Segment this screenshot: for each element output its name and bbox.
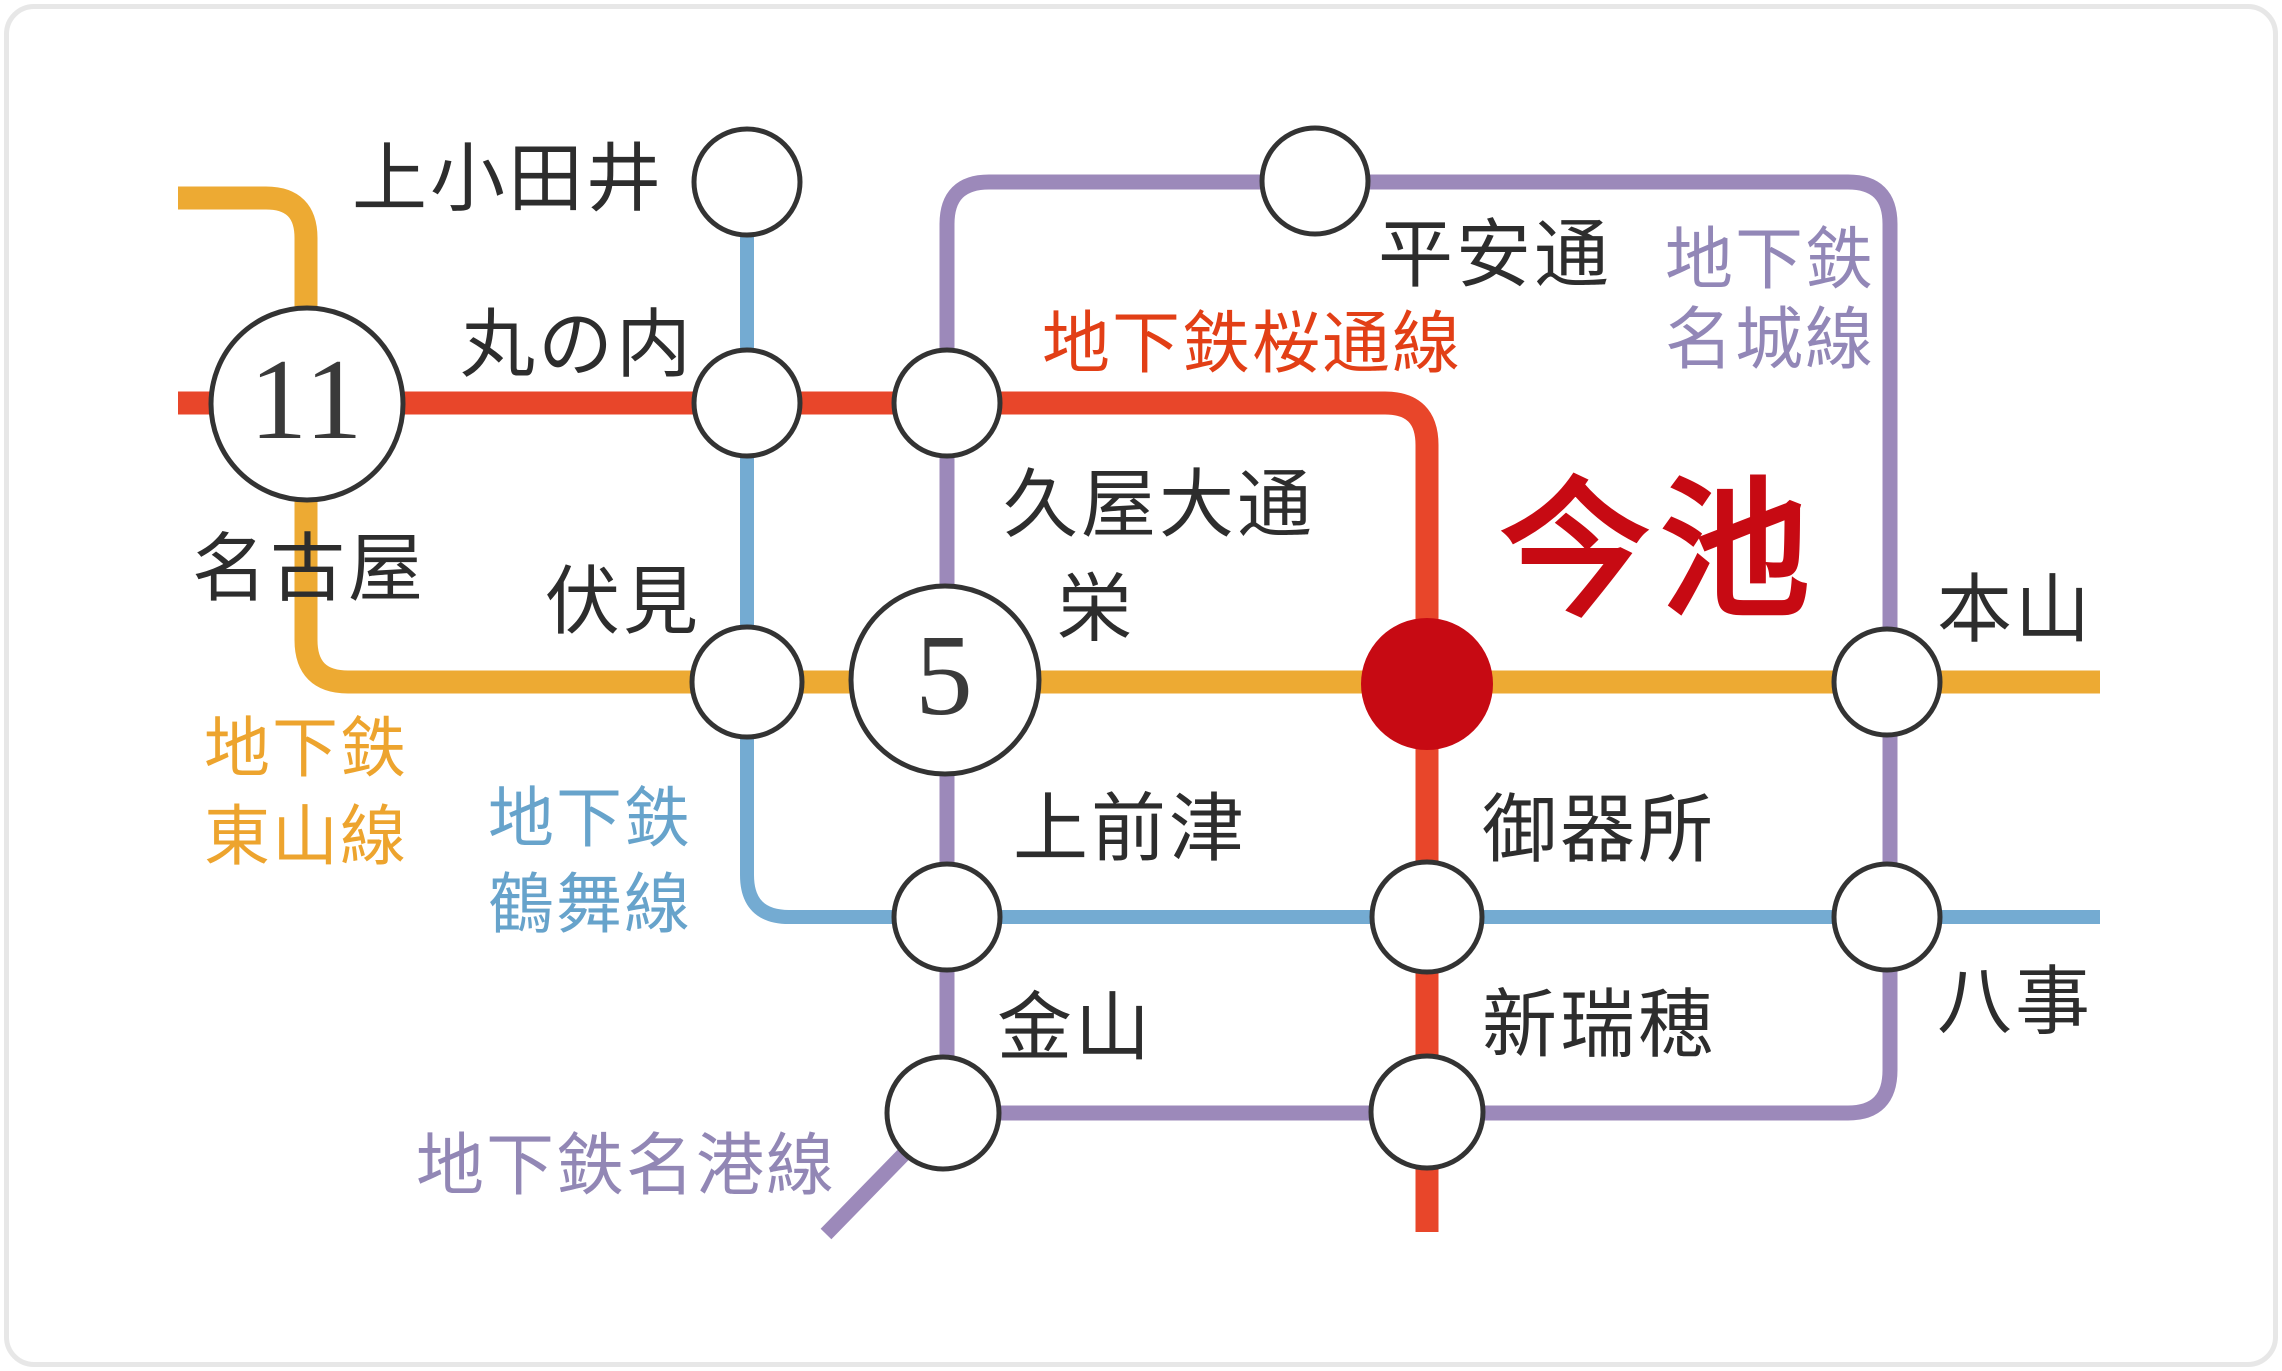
station-circle-kamiotai [691, 126, 803, 238]
tsurumai-line [740, 182, 2100, 924]
station-circle-kanayama [884, 1054, 1002, 1172]
station-circle-kamimaezu [891, 861, 1003, 973]
station-label-kamimaezu: 上前津 [1013, 788, 1248, 872]
badge-minutes-sakae: 5 [915, 611, 975, 739]
station-label-hisayaodori: 久屋大通 [1003, 464, 1316, 548]
station-circle-yagoto [1831, 861, 1943, 973]
station-label-gokiso: 御器所 [1482, 789, 1717, 873]
station-label-motoyama: 本山 [1937, 569, 2094, 653]
station-label-fushimi: 伏見 [545, 561, 702, 645]
line-label-higashiyama-2: 東山線 [204, 801, 408, 875]
station-circle-gokiso [1369, 859, 1485, 975]
line-label-higashiyama-1: 地下鉄 [204, 713, 408, 787]
station-circle-motoyama [1831, 626, 1943, 738]
line-label-meiko: 地下鉄名港線 [416, 1127, 837, 1204]
station-label-sakae: 栄 [1057, 568, 1136, 652]
line-label-meijo-2: 名城線 [1665, 301, 1876, 378]
line-label-sakuradori: 地下鉄桜通線 [1042, 305, 1463, 382]
station-circle-hisayaodori [891, 347, 1003, 459]
station-label-marunouchi: 丸の内 [460, 304, 695, 388]
station-label-yagoto: 八事 [1937, 961, 2094, 1045]
line-label-tsurumai-1: 地下鉄 [488, 783, 692, 857]
station-label-imaike-highlight: 今池 [1500, 469, 1821, 636]
line-label-tsurumai-2: 鶴舞線 [488, 869, 692, 943]
station-circle-marunouchi [691, 347, 803, 459]
station-label-aratamabashi: 新瑞穂 [1482, 984, 1717, 1068]
station-label-nagoya: 名古屋 [192, 528, 427, 612]
station-circle-fushimi [689, 624, 805, 740]
station-label-heiandori: 平安通 [1378, 214, 1613, 298]
station-circle-nagoya-badge [208, 305, 406, 503]
line-label-meijo-1: 地下鉄 [1665, 221, 1876, 298]
sakuradori-line [178, 391, 1439, 1232]
station-label-kamiotai: 上小田井 [352, 138, 665, 222]
meijo-line [939, 174, 1898, 1121]
station-dot-imaike [1361, 618, 1493, 750]
badge-minutes-nagoya: 11 [249, 335, 365, 463]
station-circle-sakae-badge [848, 583, 1042, 777]
station-circle-aratamabashi [1368, 1053, 1486, 1171]
station-label-kanayama: 金山 [997, 987, 1154, 1071]
station-circle-heiandori [1259, 125, 1371, 237]
